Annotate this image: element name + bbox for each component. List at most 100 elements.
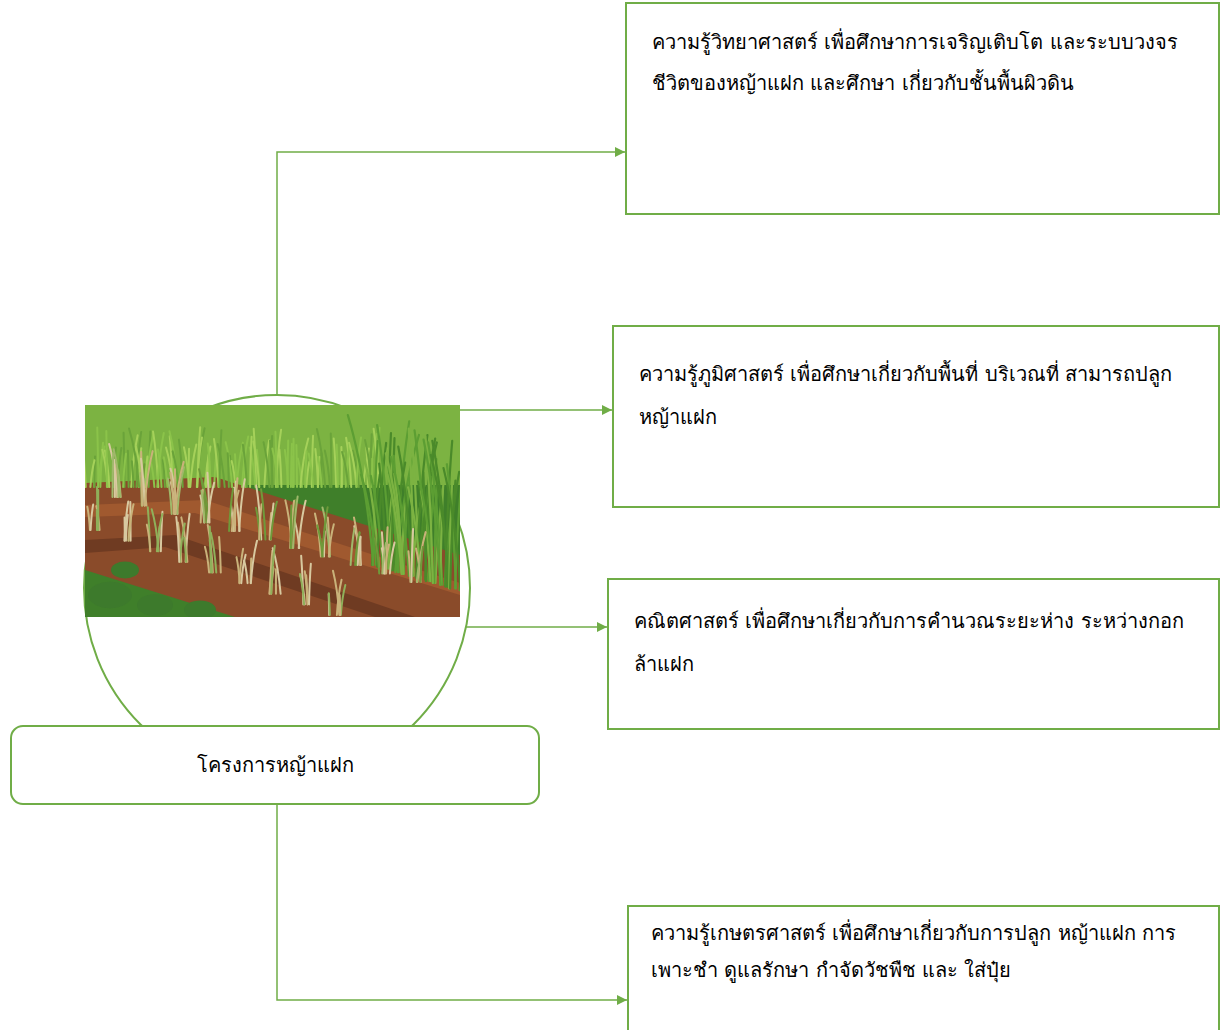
grass-blade — [411, 529, 413, 582]
grass-blade — [141, 459, 145, 506]
grass-blade — [287, 441, 290, 487]
grass-blade — [271, 502, 277, 540]
grass-blade — [148, 507, 150, 551]
grass-blade — [239, 549, 243, 583]
connector-arrow — [277, 152, 625, 395]
project-title: โครงการหญ้าแฝก — [11, 726, 539, 804]
grass-blade — [305, 571, 308, 604]
grass-blade — [261, 489, 265, 539]
grass-blade — [309, 453, 313, 487]
grass-blade — [157, 514, 163, 551]
grass-blade — [205, 547, 209, 573]
grass-blade — [355, 532, 359, 565]
grass-blade — [129, 504, 134, 540]
grass-blade — [132, 461, 134, 487]
grass-blade — [244, 561, 247, 583]
connector-arrow — [277, 805, 627, 1000]
grass-blade — [375, 538, 379, 573]
grass-blade — [256, 486, 261, 540]
grass-blade — [337, 580, 342, 615]
grass-blade — [264, 440, 269, 487]
grass-blade — [398, 447, 412, 576]
grass-blade — [96, 510, 98, 530]
knowledge-box: ความรู้ภูมิศาสตร์ เพื่อศึกษาเกี่ยวกับพื้… — [612, 325, 1220, 508]
knowledge-box: คณิตศาสตร์ เพื่อศึกษาเกี่ยวกับการคำนวณระ… — [607, 578, 1220, 730]
grass-blade — [357, 533, 360, 565]
vetiver-photo — [85, 405, 460, 617]
grass-blade — [293, 439, 295, 487]
grass-blade — [351, 528, 355, 565]
box-text: ความรู้วิทยาศาสตร์ เพื่อศึกษาการเจริญเติ… — [652, 22, 1198, 104]
grass-blade — [124, 501, 128, 540]
grass-blade — [295, 445, 298, 487]
grass-blade — [114, 449, 121, 497]
grass-blade — [211, 533, 216, 573]
grass-blade — [123, 433, 126, 487]
grass-blade — [105, 431, 108, 487]
grass-blade — [207, 473, 209, 523]
grass-blade — [342, 452, 348, 487]
grass-blade — [127, 451, 130, 487]
project-label-box — [11, 726, 539, 804]
grass-blade — [158, 450, 162, 487]
grass-blade — [174, 469, 176, 514]
grass-blade — [354, 517, 360, 565]
grass-blade — [271, 546, 274, 594]
grass-blade — [239, 479, 245, 531]
photo-weed — [184, 600, 216, 617]
grass-blade — [176, 517, 179, 562]
grass-blade — [201, 491, 204, 523]
grass-blade — [443, 468, 460, 590]
grass-blade — [329, 524, 334, 556]
grass-blade — [337, 445, 338, 487]
grass-blade — [299, 501, 306, 548]
grass-blade — [150, 461, 154, 487]
grass-blade — [432, 441, 448, 587]
grass-blade — [305, 451, 306, 487]
grass-blade — [349, 443, 356, 487]
grass-blade — [229, 489, 233, 531]
photo-soil-stripe — [85, 535, 415, 617]
grass-blade — [123, 454, 126, 487]
grass-blade — [322, 507, 327, 556]
grass-blade — [210, 540, 212, 573]
grass-blade — [423, 473, 426, 582]
grass-blade — [279, 450, 281, 487]
grass-blade — [253, 442, 259, 487]
grass-blade — [290, 506, 293, 548]
knowledge-box: ความรู้วิทยาศาสตร์ เพื่อศึกษาการเจริญเติ… — [625, 2, 1220, 215]
grass-blade — [271, 436, 273, 487]
grass-blade — [390, 543, 395, 574]
grass-blade — [386, 527, 387, 573]
grass-blade — [147, 525, 151, 552]
grass-blade — [219, 537, 221, 573]
box-text: ความรู้เกษตรศาสตร์ เพื่อศึกษาเกี่ยวกับกา… — [651, 915, 1198, 989]
grass-blade — [382, 543, 386, 573]
grass-blade — [251, 541, 257, 583]
box-text: คณิตศาสตร์ เพื่อศึกษาเกี่ยวกับการคำนวณระ… — [634, 600, 1198, 686]
grass-blade — [175, 462, 183, 514]
grass-blade — [111, 453, 114, 497]
grass-blade — [250, 437, 252, 487]
photo-weed — [111, 562, 139, 579]
grass-blade — [275, 432, 276, 487]
photo-weed — [137, 594, 173, 616]
grass-blade — [300, 574, 304, 604]
grass-blade — [318, 457, 322, 487]
grass-blade — [328, 593, 331, 615]
grass-blade — [309, 564, 311, 605]
grass-blade — [170, 473, 174, 514]
grass-blade — [235, 478, 238, 531]
hub-circle — [84, 395, 470, 781]
grass-blade — [214, 439, 218, 487]
grass-blade — [290, 501, 294, 548]
connector-arrow — [460, 409, 612, 411]
grass-blade — [90, 460, 94, 487]
project-hub: โครงการหญ้าแฝก — [10, 393, 540, 805]
grass-blade — [197, 427, 200, 487]
grass-blade — [226, 442, 233, 487]
grass-blade — [291, 444, 292, 487]
grass-blade — [97, 490, 99, 530]
grass-blade — [408, 551, 410, 582]
